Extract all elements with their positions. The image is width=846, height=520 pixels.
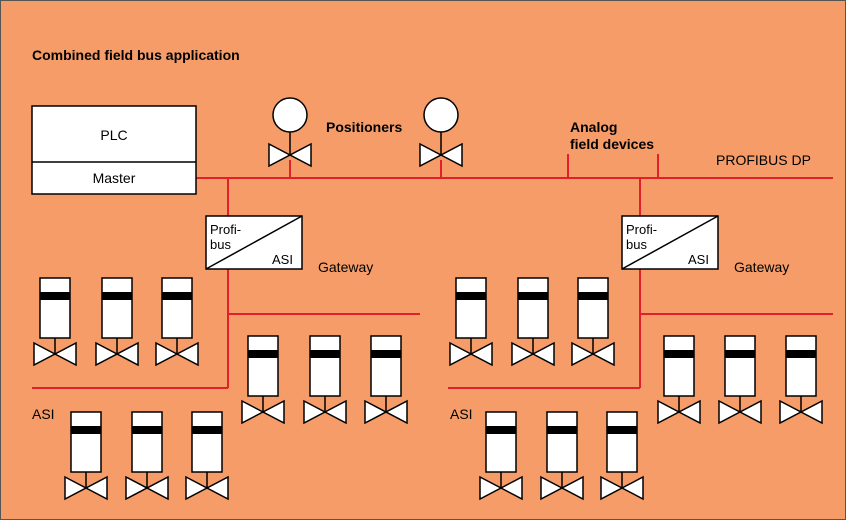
positioners-label: Positioners (326, 119, 402, 135)
gateway-left-bus: bus (210, 237, 231, 252)
gateway-left: Profi- bus ASI (205, 215, 303, 270)
right-lower-actuator-1-icon (479, 411, 523, 501)
left-mid-actuator-2-icon (303, 335, 347, 425)
asi-label-right: ASI (450, 406, 473, 422)
right-mid-actuator-3-icon (779, 335, 823, 425)
left-upper-actuator-1-icon (33, 277, 77, 367)
plc-block: PLC Master (31, 105, 197, 195)
left-lower-actuator-2-icon (125, 411, 169, 501)
devices-layer (33, 97, 823, 501)
right-upper-actuator-3-icon (571, 277, 615, 367)
right-upper-actuator-2-icon (511, 277, 555, 367)
right-upper-actuator-1-icon (449, 277, 493, 367)
gateway-right-profi: Profi- (626, 222, 657, 237)
analog-label-line2: field devices (570, 136, 654, 152)
right-lower-actuator-2-icon (540, 411, 584, 501)
gateway-right-label: Gateway (734, 259, 789, 275)
gateway-right-asi: ASI (688, 252, 709, 267)
right-mid-actuator-2-icon (718, 335, 762, 425)
analog-label-line1: Analog (570, 119, 617, 135)
positioner-1-icon (268, 97, 312, 168)
right-mid-actuator-1-icon (657, 335, 701, 425)
gateway-left-label: Gateway (318, 259, 373, 275)
bus-lines (32, 154, 833, 389)
right-lower-actuator-3-icon (600, 411, 644, 501)
gateway-left-profi: Profi- (210, 222, 241, 237)
gateway-right: Profi- bus ASI (621, 215, 719, 270)
left-lower-actuator-3-icon (185, 411, 229, 501)
diagram-title: Combined field bus application (32, 47, 240, 63)
left-upper-actuator-3-icon (155, 277, 199, 367)
left-mid-actuator-1-icon (241, 335, 285, 425)
left-lower-actuator-1-icon (64, 411, 108, 501)
profibus-label: PROFIBUS DP (716, 152, 811, 168)
positioner-2-icon (419, 97, 463, 168)
plc-label: PLC (100, 127, 127, 143)
gateway-left-asi: ASI (272, 252, 293, 267)
asi-label-left: ASI (32, 406, 55, 422)
left-upper-actuator-2-icon (95, 277, 139, 367)
left-mid-actuator-3-icon (364, 335, 408, 425)
master-label: Master (93, 170, 136, 186)
gateway-right-bus: bus (626, 237, 647, 252)
